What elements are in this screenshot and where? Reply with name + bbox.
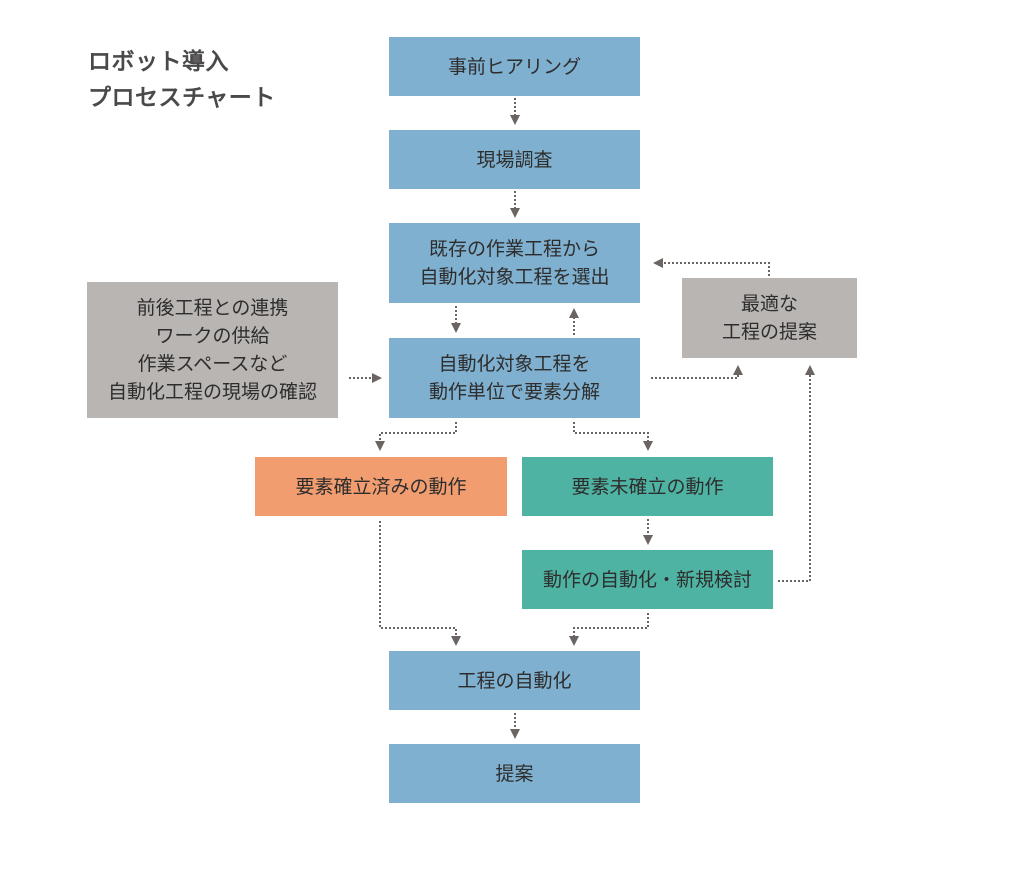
- node-pre-hearing: 事前ヒアリング: [389, 37, 640, 96]
- edge-decompose-to-optimal: [651, 365, 743, 379]
- node-proposal: 提案: [389, 744, 640, 803]
- node-unestablished-motion: 要素未確立の動作: [522, 457, 773, 516]
- node-established-motion: 要素確立済みの動作: [255, 457, 507, 516]
- node-new-study: 動作の自動化・新規検討: [522, 550, 773, 609]
- edge-decompose-to-unestablished: [573, 422, 653, 451]
- edge-established-to-automation: [379, 521, 461, 646]
- edge-decompose-to-established: [375, 422, 457, 451]
- node-decompose: 自動化対象工程を 動作単位で要素分解: [389, 338, 640, 418]
- edge-optimal-to-select: [653, 258, 770, 276]
- node-site-check: 前後工程との連携 ワークの供給 作業スペースなど 自動化工程の現場の確認: [87, 282, 338, 418]
- node-site-survey: 現場調査: [389, 130, 640, 189]
- node-process-automation: 工程の自動化: [389, 651, 640, 710]
- node-optimal-proposal: 最適な 工程の提案: [682, 278, 857, 358]
- edge-newstudy-to-automation: [569, 613, 649, 646]
- node-select-process: 既存の作業工程から 自動化対象工程を選出: [389, 223, 640, 303]
- chart-title: ロボット導入 プロセスチャート: [88, 49, 276, 111]
- edge-newstudy-to-optimal: [778, 365, 815, 582]
